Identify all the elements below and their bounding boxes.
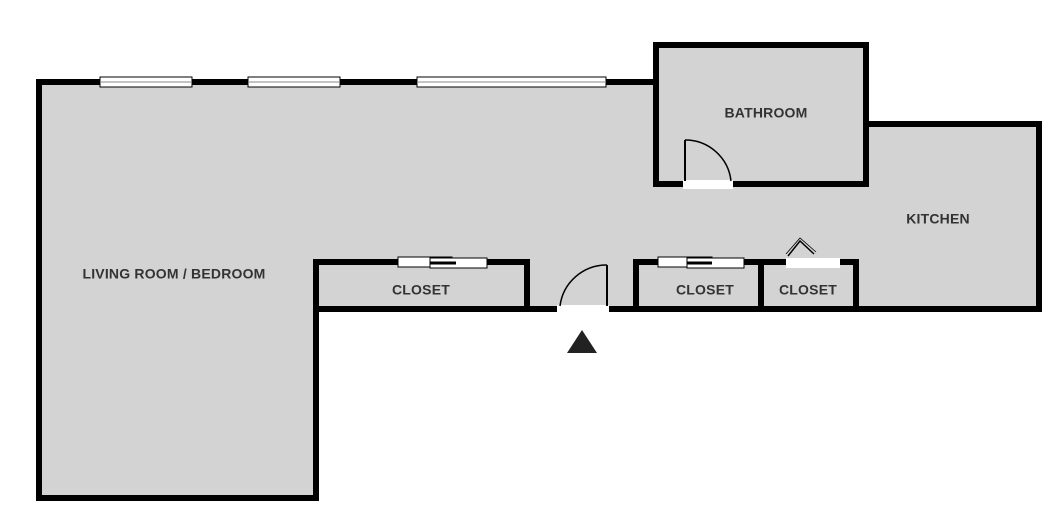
room-label-bathroom: BATHROOM xyxy=(725,105,808,121)
closet-1-sliding-door xyxy=(397,256,488,269)
room-label-closet-1: CLOSET xyxy=(392,282,450,298)
windows xyxy=(99,76,607,88)
closet-2-sliding-door xyxy=(657,256,745,269)
room-label-closet-2: CLOSET xyxy=(676,282,734,298)
bathroom-wall xyxy=(653,79,869,187)
room-label-closet-3: CLOSET xyxy=(779,282,837,298)
walls xyxy=(36,42,1042,501)
outer-wall xyxy=(36,42,1042,501)
floor-area xyxy=(39,45,1039,498)
closet-3-bifold-door xyxy=(785,237,840,268)
room-label-living: LIVING ROOM / BEDROOM xyxy=(82,266,265,282)
bathroom-door xyxy=(683,139,733,189)
closet-2-3-wall xyxy=(633,259,859,312)
entrance-arrow-icon xyxy=(567,330,597,353)
room-label-kitchen: KITCHEN xyxy=(906,211,970,227)
entrance-door xyxy=(557,264,609,314)
